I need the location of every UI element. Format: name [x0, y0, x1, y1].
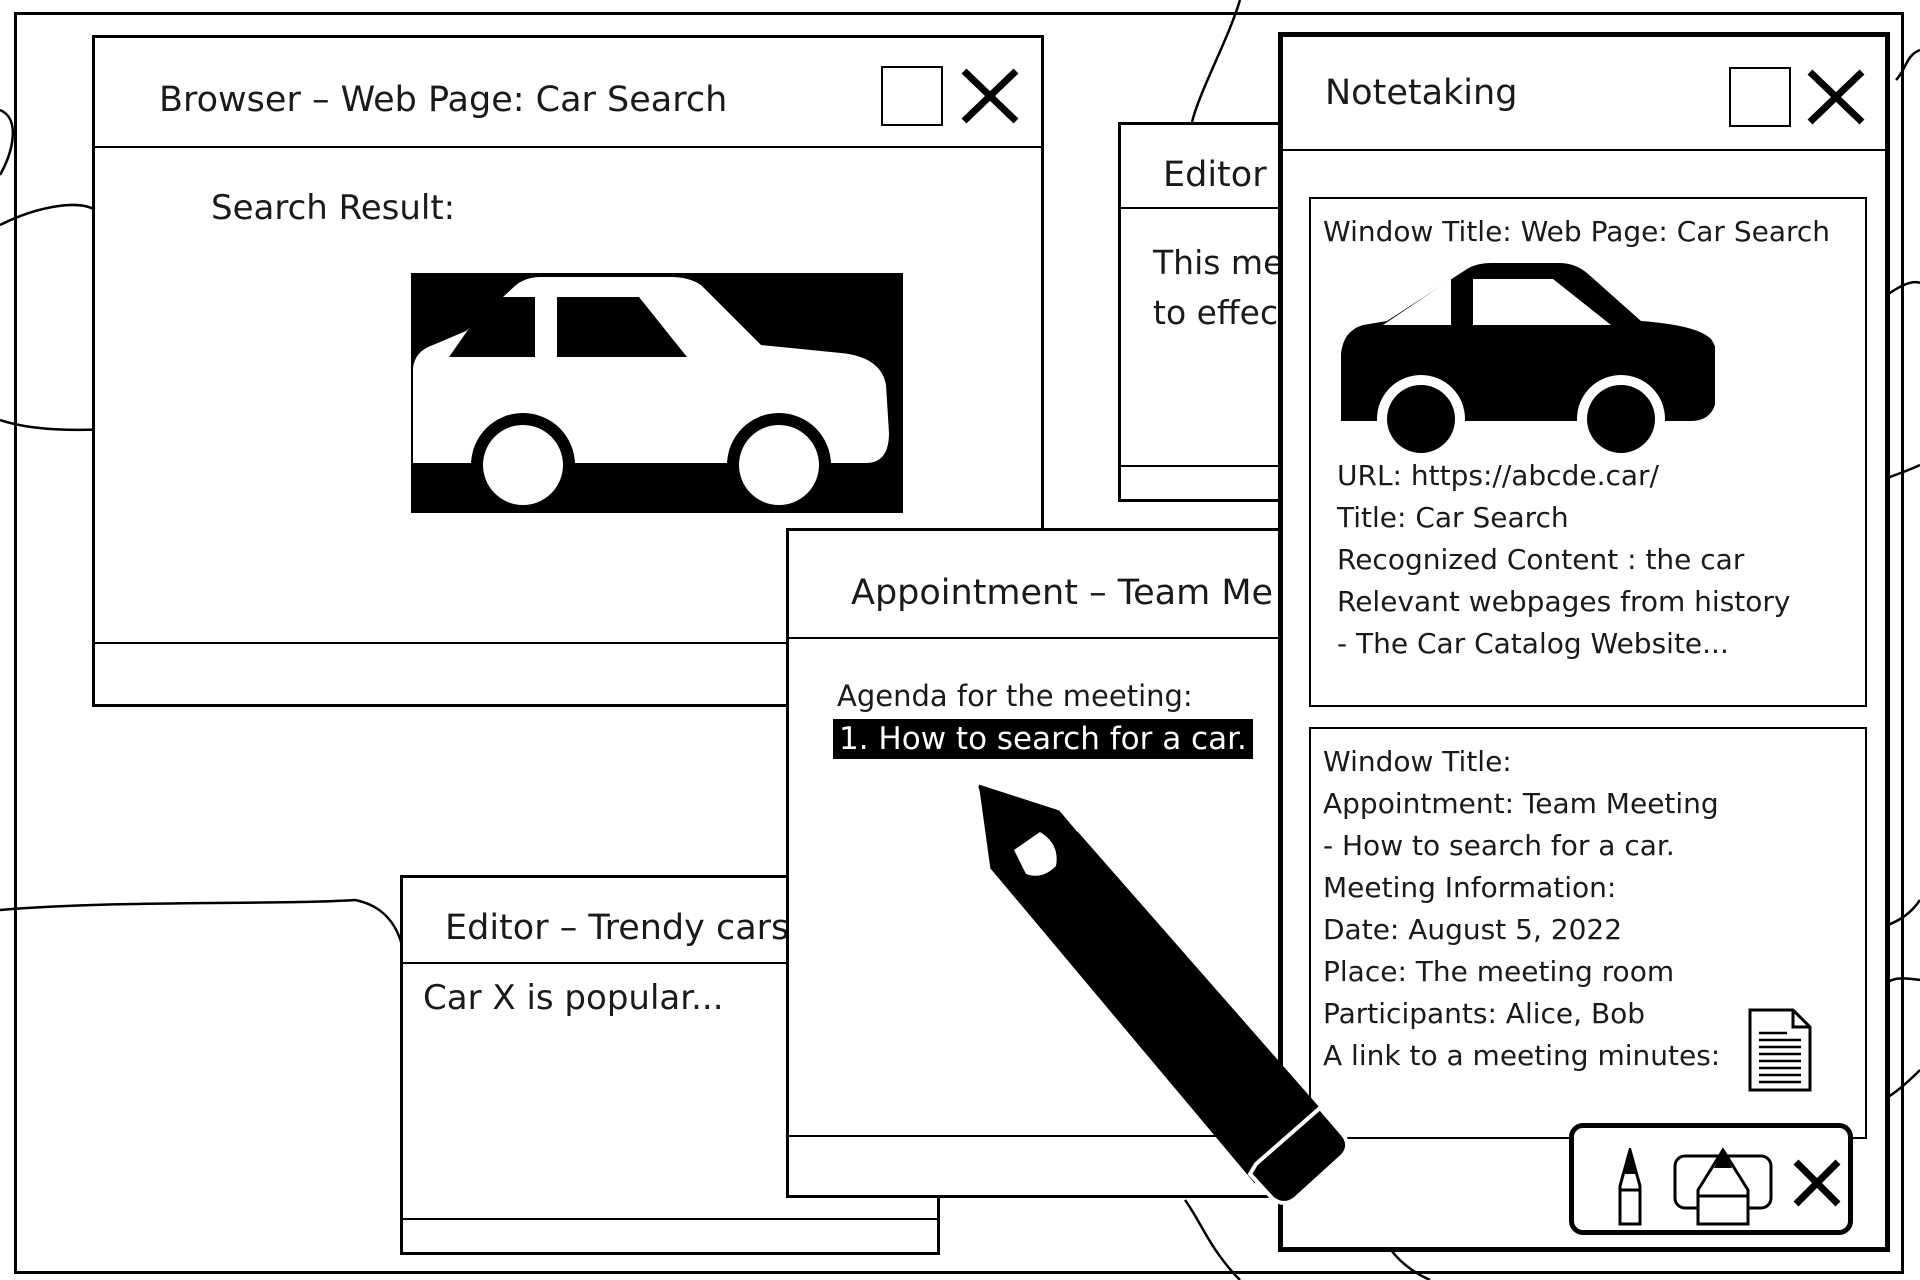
- appointment-statusbar: [789, 1135, 1303, 1195]
- close-icon[interactable]: [1792, 1158, 1842, 1208]
- editor-trendy-body[interactable]: Car X is popular...: [423, 978, 724, 1018]
- browser-title: Browser – Web Page: Car Search: [159, 80, 728, 120]
- note-card-web-page[interactable]: Window Title: Web Page: Car Search URL: …: [1309, 197, 1867, 707]
- appointment-title: Appointment – Team Me: [851, 573, 1274, 613]
- note1-relevant: Relevant webpages from history: [1337, 585, 1791, 618]
- car-icon[interactable]: [411, 273, 903, 513]
- note2-info-label: Meeting Information:: [1323, 871, 1617, 904]
- appointment-titlebar[interactable]: Appointment – Team Me: [789, 531, 1303, 639]
- pen-toolbar: [1569, 1123, 1853, 1235]
- search-result-label: Search Result:: [211, 188, 456, 228]
- browser-window[interactable]: Browser – Web Page: Car Search Search Re…: [92, 35, 1044, 707]
- document-icon[interactable]: [1747, 1007, 1813, 1093]
- editor-back-line-2: to effec: [1153, 293, 1279, 332]
- note2-agenda-item: - How to search for a car.: [1323, 829, 1675, 862]
- editor-trendy-title: Editor – Trendy cars: [445, 908, 790, 948]
- notetaking-title: Notetaking: [1325, 73, 1518, 113]
- editor-trendy-statusbar: [403, 1218, 937, 1252]
- editor-back-title: Editor –: [1163, 155, 1296, 195]
- note2-link: A link to a meeting minutes:: [1323, 1039, 1721, 1072]
- close-icon[interactable]: [1805, 67, 1867, 127]
- notetaking-window[interactable]: Notetaking Window Title: Web Page: Car S…: [1278, 32, 1890, 1252]
- desktop-screen: [14, 12, 1904, 1274]
- note2-place: Place: The meeting room: [1323, 955, 1675, 988]
- close-icon[interactable]: [959, 66, 1021, 126]
- browser-titlebar[interactable]: Browser – Web Page: Car Search: [95, 38, 1041, 148]
- maximize-button[interactable]: [881, 66, 943, 126]
- editor-back-titlebar[interactable]: Editor –: [1121, 125, 1295, 209]
- note1-window-title: Window Title: Web Page: Car Search: [1323, 215, 1831, 248]
- capture-pen-icon[interactable]: [1672, 1146, 1774, 1226]
- browser-statusbar: [95, 642, 1041, 704]
- editor-back-line-1: This me: [1153, 243, 1284, 282]
- notetaking-titlebar[interactable]: Notetaking: [1283, 37, 1885, 151]
- note1-recognized: Recognized Content : the car: [1337, 543, 1745, 576]
- editor-back-statusbar: [1121, 465, 1295, 499]
- note2-appointment: Appointment: Team Meeting: [1323, 787, 1719, 820]
- agenda-item-selected[interactable]: 1. How to search for a car.: [833, 719, 1253, 759]
- editor-window-back[interactable]: Editor – This me to effec: [1118, 122, 1298, 502]
- agenda-label: Agenda for the meeting:: [837, 679, 1193, 713]
- pen-icon[interactable]: [1614, 1148, 1646, 1226]
- note-card-appointment[interactable]: Window Title: Appointment: Team Meeting …: [1309, 727, 1867, 1139]
- note2-date: Date: August 5, 2022: [1323, 913, 1623, 946]
- note2-window-title: Window Title:: [1323, 745, 1512, 778]
- note2-participants: Participants: Alice, Bob: [1323, 997, 1646, 1030]
- note1-relevant-item[interactable]: - The Car Catalog Website...: [1337, 627, 1729, 660]
- maximize-button[interactable]: [1729, 67, 1791, 127]
- editor-trendy-titlebar[interactable]: Editor – Trendy cars: [403, 878, 937, 964]
- stylus-icon[interactable]: [960, 770, 1420, 1230]
- car-icon: [1341, 263, 1715, 459]
- note1-title: Title: Car Search: [1337, 501, 1569, 534]
- note1-url[interactable]: URL: https://abcde.car/: [1337, 459, 1659, 492]
